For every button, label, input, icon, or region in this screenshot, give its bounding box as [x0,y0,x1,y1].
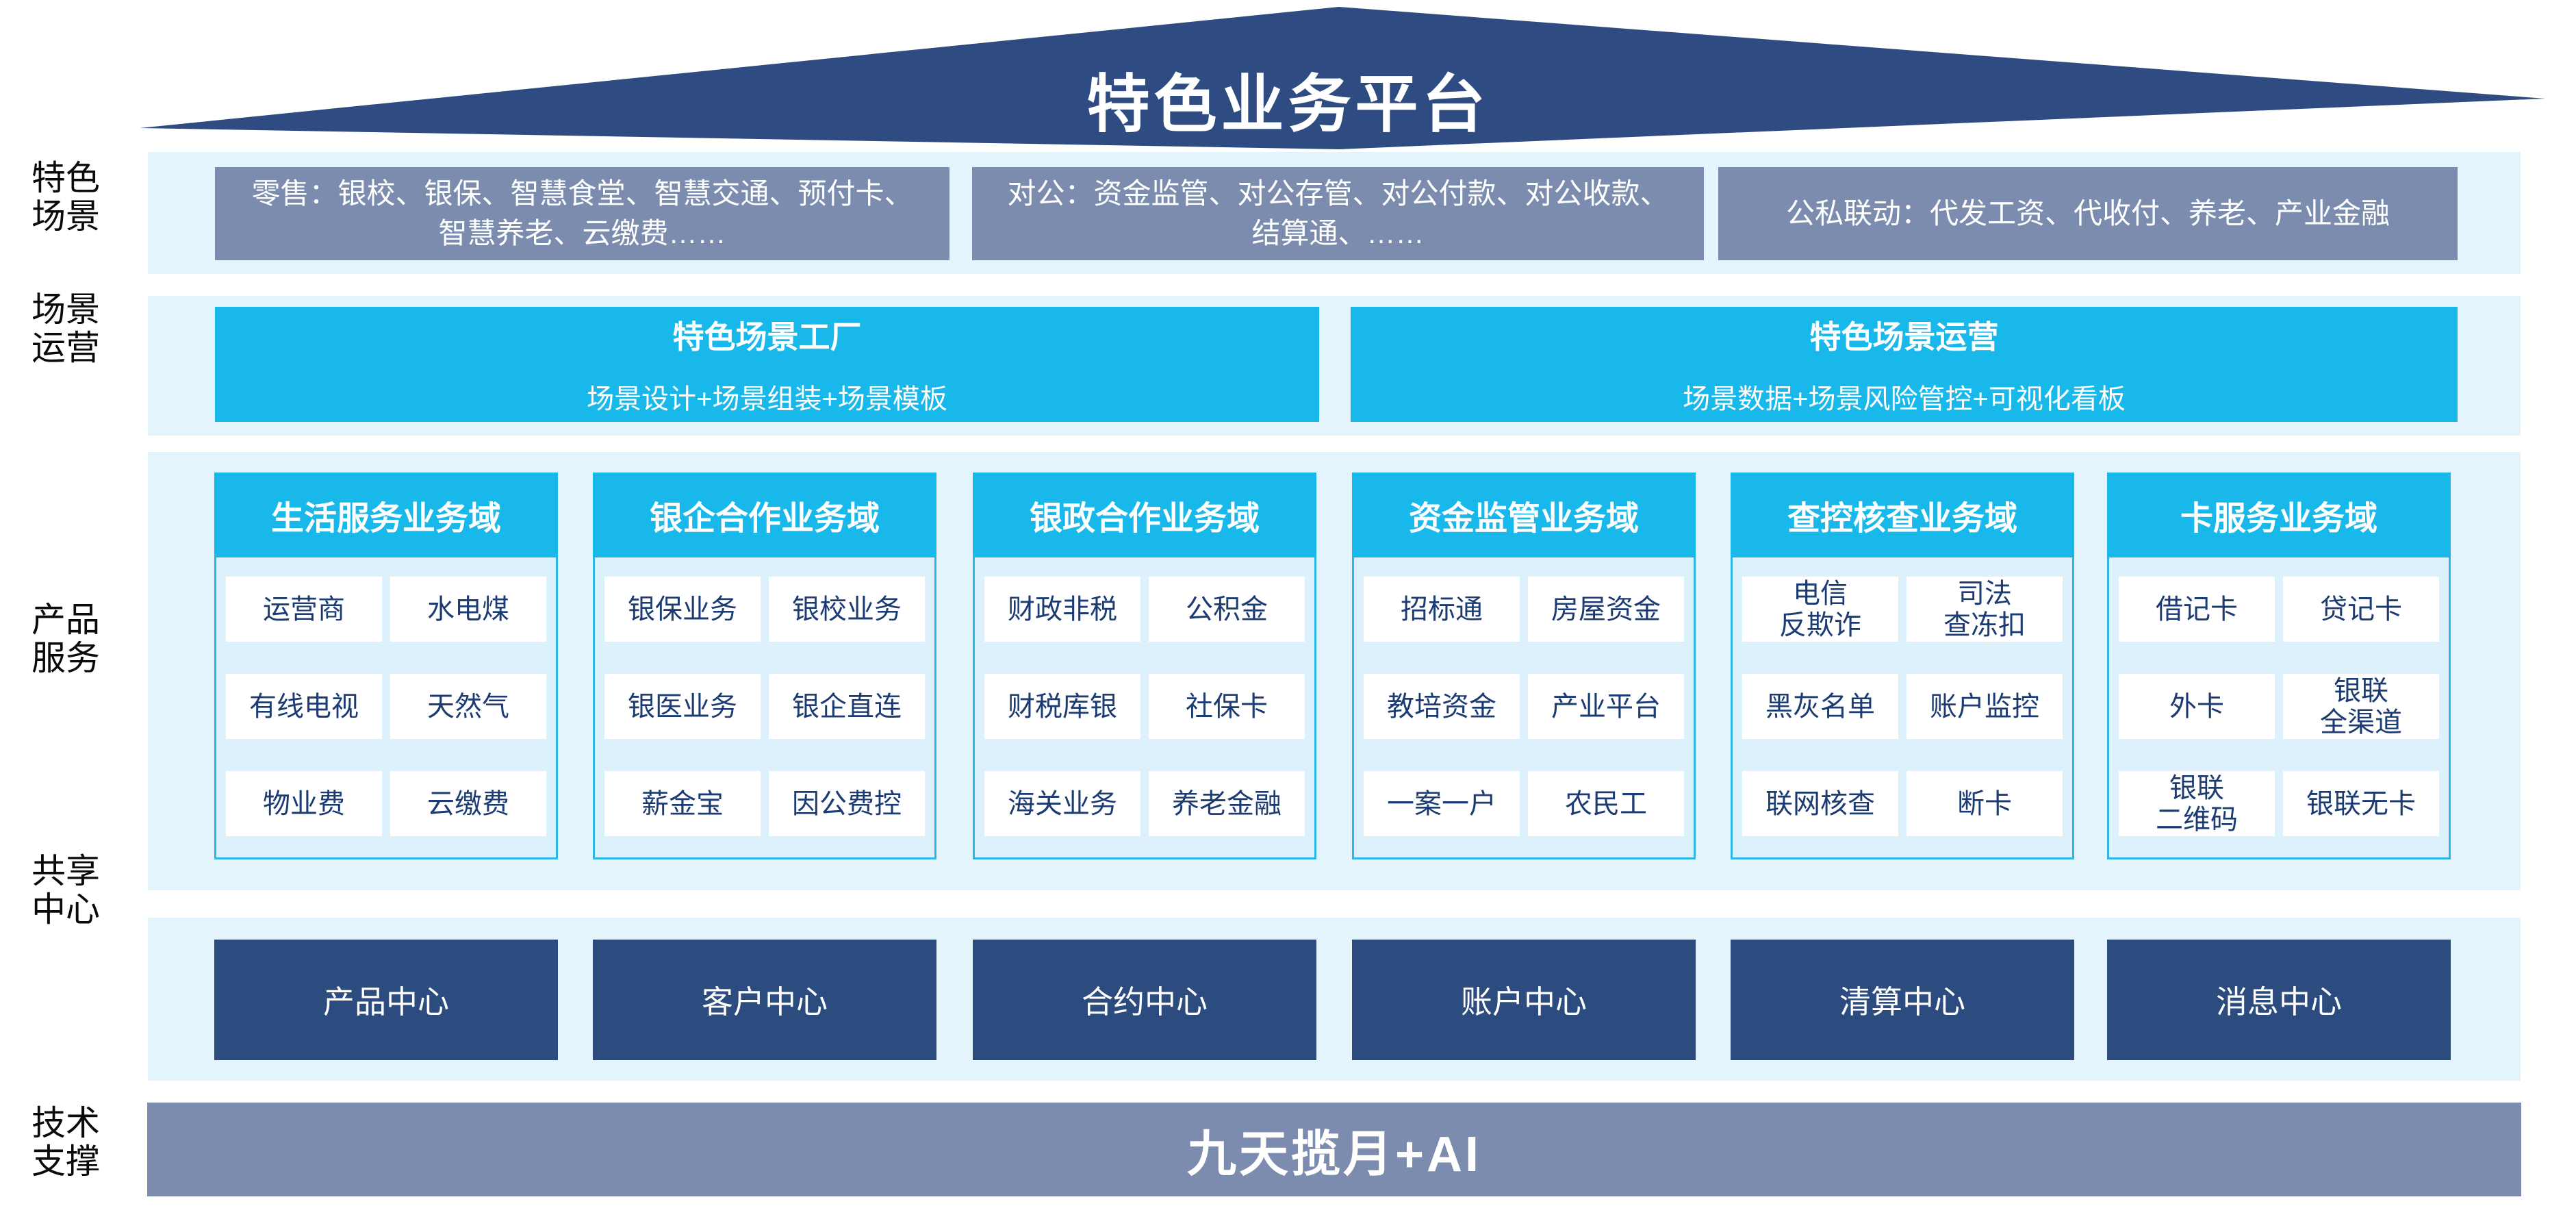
product-cell: 银联 二维码 [2119,771,2275,836]
product-cell: 因公费控 [769,771,925,836]
column-header: 生活服务业务域 [214,473,558,557]
product-column-bank-enterprise: 银企合作业务域 银保业务 银校业务 银医业务 银企直连 薪金宝 因公费控 [593,473,936,859]
product-cell: 社保卡 [1149,674,1305,739]
product-cell: 司法 查冻扣 [1907,577,2063,642]
column-body: 运营商 水电煤 有线电视 天然气 物业费 云缴费 [214,557,558,859]
operation-box-ops: 特色场景运营 场景数据+场景风险管控+可视化看板 [1351,307,2458,422]
center-box-customer: 客户中心 [593,940,936,1060]
center-box-account: 账户中心 [1352,940,1696,1060]
section-label-shared: 共享 中心 [31,852,100,929]
scene-box-corporate: 对公：资金监管、对公存管、对公付款、对公收款、结算通、…… [972,167,1704,260]
product-cell: 黑灰名单 [1742,674,1898,739]
product-cell: 银保业务 [604,577,761,642]
product-cell: 账户监控 [1907,674,2063,739]
product-cell: 银联 全渠道 [2283,674,2439,739]
column-body: 招标通 房屋资金 教培资金 产业平台 一案一户 农民工 [1352,557,1696,859]
product-cell: 招标通 [1364,577,1520,642]
tech-platform-box: 九天揽月+AI [147,1103,2521,1196]
column-body: 借记卡 贷记卡 外卡 银联 全渠道 银联 二维码 银联无卡 [2107,557,2451,859]
center-box-contract: 合约中心 [973,940,1316,1060]
product-cell: 银校业务 [769,577,925,642]
product-cell: 借记卡 [2119,577,2275,642]
section-label-tech: 技术 支撑 [31,1104,100,1181]
operation-box-subtitle: 场景设计+场景组装+场景模板 [587,384,947,414]
product-cell: 天然气 [390,674,546,739]
product-cell: 有线电视 [226,674,382,739]
product-cell: 联网核查 [1742,771,1898,836]
product-cell: 公积金 [1149,577,1305,642]
platform-title: 特色业务平台 [1086,70,1490,140]
product-cell: 财政非税 [984,577,1140,642]
column-header: 资金监管业务域 [1352,473,1696,557]
product-cell: 物业费 [226,771,382,836]
scene-box-linkage: 公私联动：代发工资、代收付、养老、产业金融 [1718,167,2458,260]
product-cell: 农民工 [1528,771,1684,836]
product-cell: 断卡 [1907,771,2063,836]
product-cell: 一案一户 [1364,771,1520,836]
section-label-operation: 场景 运营 [31,290,100,367]
operation-box-title: 特色场景运营 [1809,319,1999,355]
product-column-card-service: 卡服务业务域 借记卡 贷记卡 外卡 银联 全渠道 银联 二维码 银联无卡 [2107,473,2451,859]
column-header: 银政合作业务域 [973,473,1316,557]
product-cell: 薪金宝 [604,771,761,836]
product-column-inquiry-control: 查控核查业务域 电信 反欺诈 司法 查冻扣 黑灰名单 账户监控 联网核查 断卡 [1731,473,2074,859]
product-cell: 财税库银 [984,674,1140,739]
product-cell: 运营商 [226,577,382,642]
product-cell: 海关业务 [984,771,1140,836]
product-cell: 外卡 [2119,674,2275,739]
product-cell: 贷记卡 [2283,577,2439,642]
operation-box-title: 特色场景工厂 [672,319,862,355]
roof-banner-shape [140,7,2545,149]
column-header: 卡服务业务域 [2107,473,2451,557]
operation-box-subtitle: 场景数据+场景风险管控+可视化看板 [1683,384,2126,414]
center-box-product: 产品中心 [214,940,558,1060]
product-cell: 养老金融 [1149,771,1305,836]
product-cell: 水电煤 [390,577,546,642]
product-cell: 教培资金 [1364,674,1520,739]
column-header: 查控核查业务域 [1731,473,2074,557]
section-label-product: 产品 服务 [31,601,100,677]
column-body: 电信 反欺诈 司法 查冻扣 黑灰名单 账户监控 联网核查 断卡 [1731,557,2074,859]
product-column-fund-supervision: 资金监管业务域 招标通 房屋资金 教培资金 产业平台 一案一户 农民工 [1352,473,1696,859]
scene-box-retail: 零售：银校、银保、智慧食堂、智慧交通、预付卡、智慧养老、云缴费…… [215,167,949,260]
product-cell: 房屋资金 [1528,577,1684,642]
product-cell: 电信 反欺诈 [1742,577,1898,642]
product-cell: 银联无卡 [2283,771,2439,836]
section-label-scene: 特色 场景 [31,159,100,236]
product-cell: 银企直连 [769,674,925,739]
column-header: 银企合作业务域 [593,473,936,557]
product-cell: 银医业务 [604,674,761,739]
column-body: 财政非税 公积金 财税库银 社保卡 海关业务 养老金融 [973,557,1316,859]
operation-box-factory: 特色场景工厂 场景设计+场景组装+场景模板 [215,307,1319,422]
product-cell: 云缴费 [390,771,546,836]
product-cell: 产业平台 [1528,674,1684,739]
center-box-clearing: 清算中心 [1731,940,2074,1060]
product-column-bank-government: 银政合作业务域 财政非税 公积金 财税库银 社保卡 海关业务 养老金融 [973,473,1316,859]
column-body: 银保业务 银校业务 银医业务 银企直连 薪金宝 因公费控 [593,557,936,859]
center-box-message: 消息中心 [2107,940,2451,1060]
product-column-life: 生活服务业务域 运营商 水电煤 有线电视 天然气 物业费 云缴费 [214,473,558,859]
